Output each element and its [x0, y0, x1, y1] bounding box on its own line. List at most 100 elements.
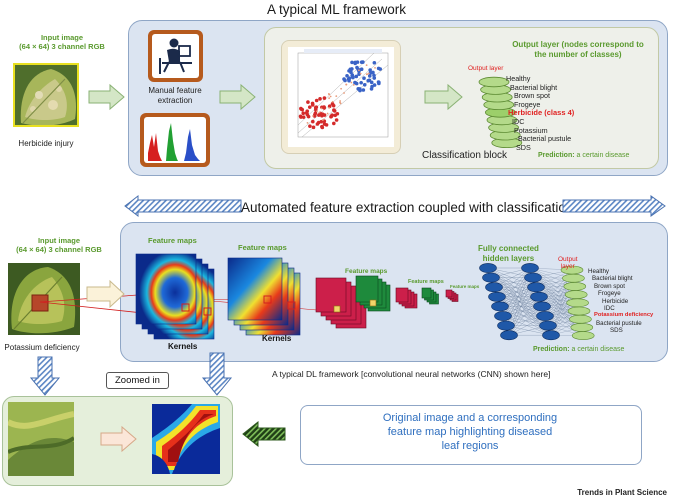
- kernel-box: [263, 295, 272, 304]
- dl-title: Automated feature extraction coupled wit…: [241, 200, 574, 215]
- scatter-point-small: [350, 81, 353, 84]
- ml-class-5: IDC: [512, 116, 525, 126]
- scatter-point-blue: [355, 65, 359, 70]
- scatter-point-blue: [372, 73, 376, 78]
- scatter-plot-frame: [281, 40, 401, 154]
- scatter-point-small: [328, 107, 331, 109]
- feature-map-layer-5: [395, 287, 409, 303]
- scatter-point-red: [322, 96, 327, 100]
- fc-node: [536, 311, 554, 321]
- ml-input-leaf-image: [13, 63, 79, 127]
- ml-output-layer-label: Output layer: [468, 65, 504, 72]
- footer-journal: Trends in Plant Science: [577, 488, 667, 497]
- fc-node: [494, 311, 512, 321]
- dl-prediction-value: a certain disease: [571, 346, 625, 353]
- scatter-point-small: [318, 111, 321, 114]
- fc-node: [497, 320, 515, 331]
- scatter-point-blue: [377, 81, 381, 86]
- scatter-point-blue: [349, 70, 353, 75]
- ml-prediction: Prediction: a certain disease: [538, 152, 629, 159]
- ml-class-1: Bacterial blight: [510, 82, 558, 92]
- green-striped-arrow: [242, 420, 286, 448]
- scatter-point-blue: [362, 82, 367, 87]
- down-arrow-left: [29, 356, 61, 396]
- fc-node: [533, 301, 551, 312]
- ml-arrow-features: [219, 83, 256, 111]
- scatter-point-blue: [348, 67, 353, 72]
- scatter-point-small: [345, 83, 348, 86]
- ml-prediction-label: Prediction:: [538, 152, 575, 159]
- feature-map-layer-1: [135, 253, 197, 325]
- scatter-point-red: [320, 124, 324, 129]
- scatter-point-blue: [342, 77, 346, 81]
- scatter-point-blue: [369, 80, 374, 85]
- ml-class-7: Bacterial pustule: [518, 134, 572, 144]
- scatter-point-red: [306, 100, 310, 104]
- dl-class-4: Herbicide: [602, 297, 629, 305]
- scatter-point-red: [313, 112, 317, 117]
- dl-class-1: Bacterial blight: [592, 275, 633, 283]
- scatter-point-blue: [354, 74, 359, 79]
- ml-prediction-value: a certain disease: [576, 152, 630, 159]
- feature-map-layer-2: [227, 257, 283, 321]
- kernel-box-small: [369, 299, 377, 307]
- fc-connection: [535, 287, 580, 312]
- scatter-point-blue: [376, 66, 381, 71]
- histogram-icon: [144, 117, 206, 163]
- scatter-point-small: [320, 107, 323, 110]
- histogram-icon-frame: [140, 113, 210, 167]
- fc-connection: [496, 267, 531, 297]
- scatter-point-red: [311, 119, 315, 124]
- scatter-point-small: [339, 100, 342, 102]
- scatter-point-blue: [367, 74, 372, 78]
- dl-arrow-input: [86, 279, 125, 309]
- dl-output-layer-label: Output layer: [558, 256, 578, 270]
- feature-map-layer-4: [355, 275, 379, 303]
- scatter-point-small: [365, 64, 368, 67]
- ml-class-3: Frogeye: [514, 99, 541, 109]
- scatter-point-red: [317, 113, 321, 117]
- scatter-point-red: [304, 111, 309, 115]
- ml-output-title: Output layer (nodes correspond to the nu…: [512, 40, 644, 59]
- scatter-point-red: [301, 111, 306, 116]
- dl-prediction-label: Prediction:: [533, 346, 570, 353]
- dl-right-striped-arrow: [562, 195, 666, 217]
- manual-feature-label: Manual feature extraction: [148, 86, 202, 105]
- dl-input-label: Input image (64 × 64) 3 channel RGB: [16, 236, 102, 254]
- dl-class-3: Frogeye: [598, 290, 621, 298]
- scatter-point-red: [330, 113, 334, 117]
- scatter-point-red: [316, 120, 321, 125]
- scatter-point-red: [324, 123, 329, 127]
- scatter-point-small: [343, 92, 345, 94]
- ml-output-layer-nodes: [478, 76, 523, 149]
- scatter-point-blue: [371, 70, 375, 75]
- scatter-plot: [288, 47, 394, 147]
- fc-node: [542, 330, 560, 341]
- ml-arrow-output: [424, 83, 463, 111]
- ml-class-6: Potassium: [514, 125, 548, 135]
- scatter-point-red: [301, 115, 306, 119]
- scatter-point-red: [306, 114, 311, 119]
- dl-left-striped-arrow: [124, 194, 242, 218]
- dl-fc-label: Fully connected hidden layers: [478, 244, 539, 263]
- feature-map-layer-7: [445, 289, 453, 298]
- scatter-point-blue: [354, 81, 359, 86]
- ml-class-2: Brown spot: [514, 91, 550, 101]
- dl-class-0: Healthy: [588, 268, 609, 275]
- feature-map-layer-6: [421, 287, 432, 299]
- scatter-point-red: [318, 97, 322, 101]
- scatter-point-blue: [359, 80, 363, 85]
- dl-feature-maps: [135, 253, 459, 340]
- scatter-point-small: [340, 87, 343, 90]
- scatter-point-blue: [350, 60, 354, 65]
- dl-output-node: [560, 265, 584, 275]
- scatter-point-small: [331, 100, 334, 103]
- scatter-point-red: [332, 108, 336, 112]
- ml-class-0: Healthy: [506, 74, 531, 83]
- scatter-point-small: [374, 66, 376, 69]
- fc-node: [500, 330, 518, 341]
- zoomed-in-label: Zoomed in: [106, 372, 169, 389]
- scatter-point-blue: [355, 60, 360, 64]
- fc-node: [491, 301, 509, 312]
- scatter-point-small: [326, 112, 329, 115]
